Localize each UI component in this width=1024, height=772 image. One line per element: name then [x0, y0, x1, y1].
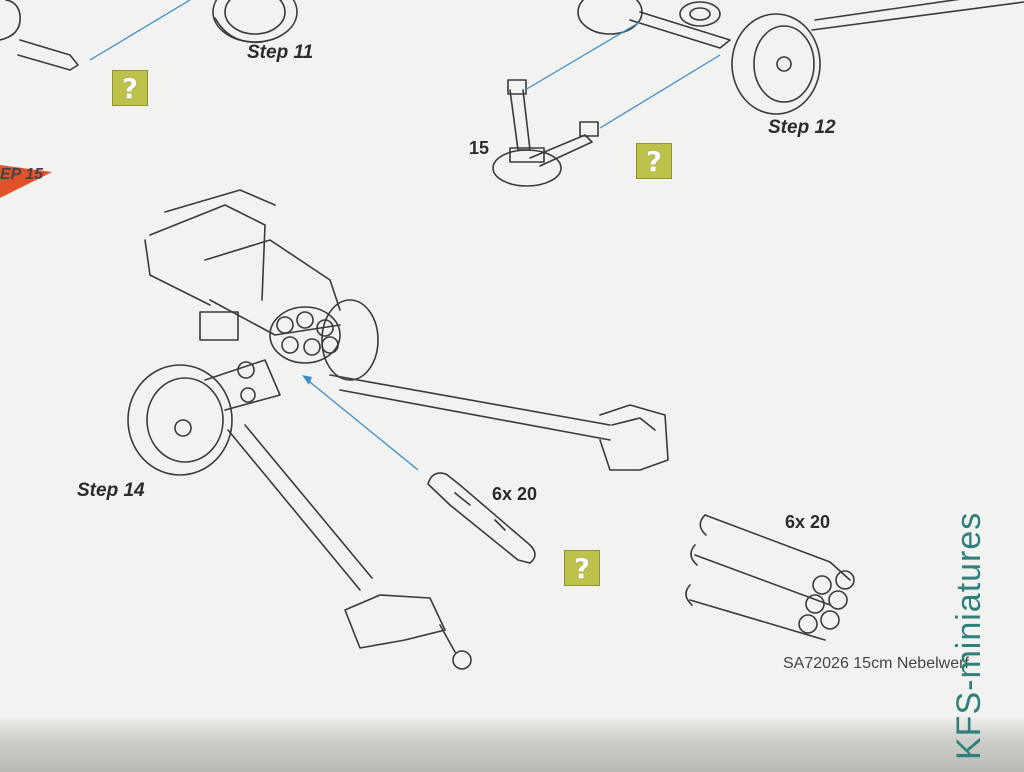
part15-number: 15 — [469, 138, 490, 158]
help-icon-step14: ? — [564, 550, 600, 586]
step11-assembly — [0, 0, 298, 71]
step11-label: Step 11 — [247, 42, 314, 63]
part-15 — [492, 79, 599, 187]
step14-assembly — [127, 189, 669, 670]
rocket-part — [427, 472, 536, 564]
guide-lines — [89, 0, 721, 471]
help-icon-step11: ? — [112, 70, 148, 106]
rocket-quantity: 6x 20 — [492, 484, 538, 504]
help-icon-step12: ? — [636, 143, 672, 179]
rocket-bundle-quantity: 6x 20 — [785, 512, 831, 532]
instruction-sheet — [0, 0, 1024, 735]
step12-assembly — [577, 0, 1024, 115]
step12-label: Step 12 — [768, 117, 836, 138]
step14-label: Step 14 — [77, 480, 145, 501]
sheet-edge — [0, 718, 1024, 772]
rocket-bundle — [685, 514, 855, 641]
guide-arrow-icon — [302, 375, 312, 385]
step15-marker-icon — [0, 165, 52, 198]
step15-label: EP 15 — [0, 166, 43, 183]
watermark: KFS-miniatures — [950, 511, 988, 760]
kit-footer-text: SA72026 15cm Nebelwerf — [783, 655, 969, 672]
